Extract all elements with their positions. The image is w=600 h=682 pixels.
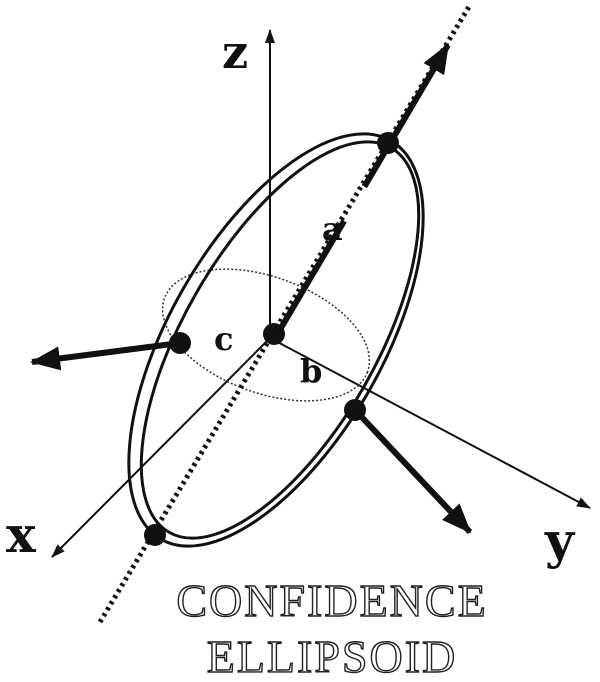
right-point [344, 399, 366, 421]
equatorial-ellipse [161, 268, 371, 402]
left-point [169, 332, 191, 354]
major-axis-dotted-line [97, 3, 473, 624]
z-axis-label: z [222, 25, 248, 79]
top-point [377, 132, 399, 154]
semi-axis-c-label: c [214, 320, 233, 358]
semi-axis-c-arrow [30, 340, 181, 371]
y-axis-line [269, 337, 591, 509]
semi-axis-b-arrow [352, 407, 473, 535]
caption-line-2: ELLIPSOID [206, 631, 458, 682]
y-axis-label: y [544, 511, 576, 570]
x-axis-line [51, 337, 271, 558]
caption-line-1: CONFIDENCE [176, 575, 488, 626]
bottom-point [144, 524, 166, 546]
semi-axis-a-label: a [322, 210, 343, 248]
center-point [263, 323, 285, 345]
semi-axis-b-label: b [300, 352, 322, 390]
x-axis-label: x [6, 505, 37, 564]
semi-axis-a-arrow [275, 43, 451, 335]
